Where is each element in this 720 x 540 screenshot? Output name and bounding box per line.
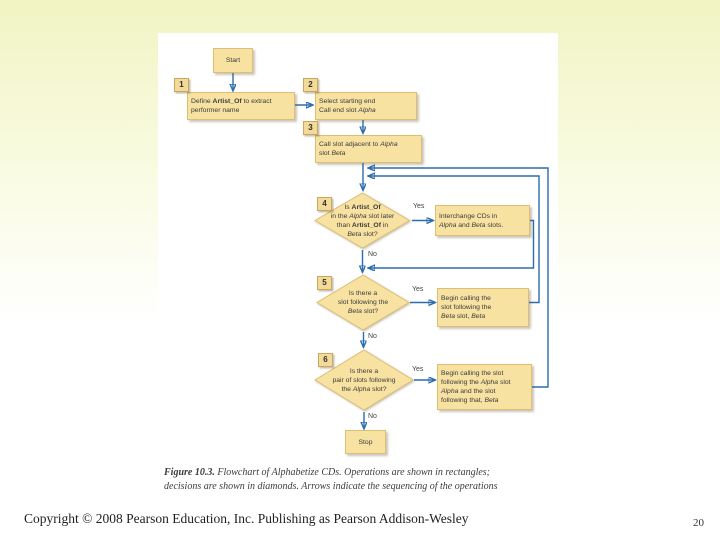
label-no-decision4: No [368,251,377,258]
flow-box-select-starting-end: Select starting end Call end slot Alpha [315,92,417,120]
step-number-4: 4 [317,197,332,211]
step-number-1: 1 [174,78,189,92]
node-text: Stop [358,438,373,446]
flow-box-begin-calling-beta: Begin calling the slot following the Bet… [437,288,529,327]
figure-caption: Figure 10.3. Flowchart of Alphabetize CD… [164,467,498,492]
label-yes-decision6: Yes [412,366,424,373]
node-text: Is there a pair of slots following the A… [332,367,396,393]
step-number-5: 5 [317,276,332,290]
page-number: 20 [693,517,704,529]
label-yes-decision4: Yes [413,203,425,210]
flow-start-node: Start [213,48,253,73]
node-text: Define Artist_Of to extract performer na… [191,98,272,114]
label-no-decision6: No [368,413,377,420]
flow-box-define-artist-of: Define Artist_Of to extract performer na… [187,92,295,120]
node-text: Start [225,57,241,64]
node-text: Begin calling the slot following the Alp… [441,370,511,404]
flow-box-call-adjacent-slot: Call slot adjacent to Alpha slot Beta [315,135,422,163]
node-text: Is there a slot following the Beta slot? [337,290,389,315]
label-yes-decision5: Yes [412,286,424,293]
node-text: Interchange CDs in Alpha and Beta slots. [439,212,504,229]
flow-box-begin-calling-alpha: Begin calling the slot following the Alp… [437,364,532,410]
node-text: Call slot adjacent to Alpha slot Beta [319,141,398,157]
step-number-2: 2 [303,78,318,92]
node-text: Is Artist_Of in the Alpha slot later tha… [330,203,395,238]
node-text: Begin calling the slot following the Bet… [441,295,492,320]
copyright-text: Copyright © 2008 Pearson Education, Inc.… [24,511,469,526]
flow-stop-node: Stop [345,430,386,454]
node-text: Select starting end Call end slot Alpha [319,98,376,114]
step-number-3: 3 [303,121,318,135]
flow-box-interchange-cds: Interchange CDs in Alpha and Beta slots. [435,205,530,236]
step-number-6: 6 [318,353,333,367]
label-no-decision5: No [368,333,377,340]
